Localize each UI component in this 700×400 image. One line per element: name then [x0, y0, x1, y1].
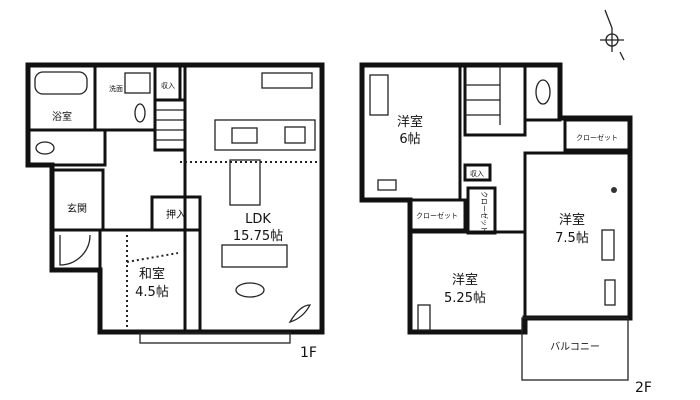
storage-2f [463, 163, 492, 182]
fridge-icon [261, 72, 313, 89]
balcony [521, 317, 629, 381]
floor-label-1f: 1F [300, 345, 317, 361]
label-western-75: 洋室 [559, 212, 585, 228]
deck [139, 332, 291, 344]
kitchen-counter-icon [214, 119, 316, 151]
plant-icon [288, 304, 312, 324]
label-western-6: 洋室 [397, 114, 423, 130]
label-japanese: 和室 [139, 266, 165, 282]
room-toilet-2f [523, 63, 562, 122]
room-western-525 [408, 230, 527, 334]
dining-table-icon [229, 159, 261, 206]
room-ldk [183, 63, 324, 334]
room-entrance [50, 168, 105, 232]
stairs-icon [463, 63, 527, 137]
label-storage-2f: 収入 [470, 170, 484, 178]
label-ldk-size: 15.75帖 [233, 229, 283, 244]
floor-label-2f: 2F [635, 380, 652, 396]
label-closet: 押入 [166, 208, 186, 221]
label-washroom: 洗面 [109, 84, 123, 93]
closet-b [408, 198, 467, 232]
toilet-icon [535, 79, 551, 105]
stairs-icon [153, 98, 187, 152]
floor-1f: 洗面 浴室 収入 玄関 押入 LDK 15.75帖 和室 4.5帖 1F [25, 62, 325, 361]
label-japanese-size: 4.5帖 [135, 285, 169, 300]
sofa-icon [221, 244, 288, 268]
stove-icon [284, 126, 306, 144]
label-western-525-size: 5.25帖 [444, 291, 486, 306]
closet-a [563, 118, 632, 152]
label-western-525: 洋室 [452, 272, 478, 288]
label-entrance: 玄関 [67, 202, 87, 215]
bed-icon [601, 229, 615, 261]
label-storage: 収入 [161, 82, 175, 90]
desk-icon [377, 179, 397, 191]
label-balcony: バルコニー [550, 341, 600, 353]
label-western-6-size: 6帖 [399, 132, 420, 147]
room-japanese [98, 228, 202, 334]
kitchen-sink-icon [231, 127, 258, 144]
room-toilet [26, 128, 107, 167]
coffee-table-icon [235, 282, 265, 298]
label-western-75-size: 7.5帖 [555, 231, 589, 246]
bathtub-icon [34, 71, 88, 95]
label-closet-b: クローゼット [416, 211, 458, 220]
floor-2f: 洋室 6帖 クローゼット クローゼット クローゼット 収入 洋室 7.5帖 洋室… [359, 62, 652, 396]
desk-icon [417, 304, 431, 331]
light-icon [611, 187, 617, 193]
washer-icon [124, 72, 151, 94]
label-bath: 浴室 [52, 110, 72, 123]
label-closet-a: クローゼット [576, 133, 618, 142]
label-ldk: LDK [245, 212, 271, 227]
sink-icon [134, 103, 146, 123]
dresser-icon [604, 279, 616, 306]
label-closet-c: クローゼット [480, 191, 489, 233]
north-arrow-icon [600, 9, 625, 61]
door-icon [59, 234, 91, 266]
toilet-icon [35, 141, 55, 155]
shelf-icon [369, 74, 389, 116]
